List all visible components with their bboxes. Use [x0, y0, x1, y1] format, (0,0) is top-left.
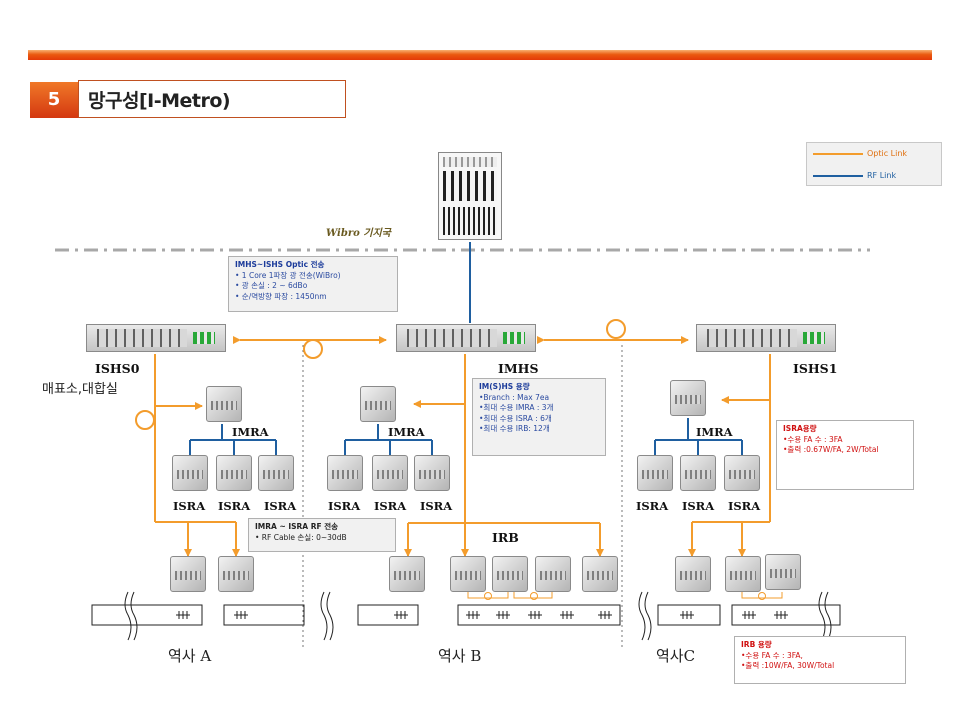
note-optic-line-3: • 순/역방향 파장 : 1450nm	[235, 291, 327, 301]
wibro-base-station	[438, 152, 502, 240]
station-a-label: 역사 A	[168, 647, 212, 665]
irb-unit	[725, 556, 761, 592]
rf-tree-b	[344, 424, 433, 456]
irb-unit	[492, 556, 528, 592]
ishs0-label: ISHS0	[95, 361, 140, 376]
note-irb-line-2: •출력 :10W/FA, 30W/Total	[741, 661, 835, 670]
note-imhs-line-4: •최대 수용 IRB: 12개	[479, 424, 550, 433]
note-imhs: IM(S)HS 용량 •Branch : Max 7ea •최대 수용 IMRA…	[472, 378, 606, 456]
isra-unit	[216, 455, 252, 491]
legend-optic-label: Optic Link	[867, 149, 908, 158]
note-rf: IMRA ~ ISRA RF 전송 • RF Cable 손실: 0~30dB	[248, 518, 396, 552]
isra-unit	[414, 455, 450, 491]
note-optic: IMHS~ISHS Optic 전송 • 1 Core 1파장 광 전송(WiB…	[228, 256, 398, 312]
isra-label: ISRA	[636, 499, 669, 513]
note-irb-line-1: •수용 FA 수 : 3FA,	[741, 650, 803, 660]
note-irb-title: IRB 용량	[741, 640, 772, 649]
station-c-label: 역사C	[656, 647, 696, 665]
note-imhs-line-3: •최대 수용 ISRA : 6개	[479, 413, 552, 423]
imra-unit	[670, 380, 706, 416]
irb-unit	[450, 556, 486, 592]
note-isra-title: ISRA용량	[783, 424, 817, 433]
isra-label: ISRA	[420, 499, 453, 513]
note-irb: IRB 용량 •수용 FA 수 : 3FA, •출력 :10W/FA, 30W/…	[734, 636, 906, 684]
station-tracks	[91, 604, 841, 626]
isra-label: ISRA	[374, 499, 407, 513]
legend-rf-label: RF Link	[867, 171, 897, 180]
irb-unit	[675, 556, 711, 592]
wibro-label: Wibro 기지국	[326, 228, 391, 239]
antenna-ticks	[176, 611, 788, 619]
imra-unit	[206, 386, 242, 422]
optic-circle-1	[303, 339, 323, 359]
rf-tree-c	[654, 418, 743, 456]
isra-unit	[724, 455, 760, 491]
isra-label: ISRA	[682, 499, 715, 513]
isra-unit	[258, 455, 294, 491]
isra-unit	[372, 455, 408, 491]
irb-bracket-b	[467, 592, 553, 600]
isra-unit	[327, 455, 363, 491]
isra-label: ISRA	[173, 499, 206, 513]
note-optic-line-1: • 1 Core 1파장 광 전송(WiBro)	[235, 270, 341, 280]
irb-unit	[535, 556, 571, 592]
note-imhs-line-1: •Branch : Max 7ea	[479, 392, 550, 402]
imhs-label: IMHS	[498, 361, 539, 376]
imra-label: IMRA	[232, 425, 269, 439]
legend-box: Optic Link RF Link	[806, 142, 942, 186]
isra-unit	[637, 455, 673, 491]
section-title-box	[78, 80, 346, 118]
ishs1-label: ISHS1	[793, 361, 838, 376]
imra-label: IMRA	[388, 425, 425, 439]
note-isra-line-1: •수용 FA 수 : 3FA	[783, 434, 843, 444]
ishs0-location: 매표소,대합실	[42, 382, 118, 397]
isra-unit	[172, 455, 208, 491]
irb-unit	[582, 556, 618, 592]
note-imhs-line-2: •최대 수용 IMRA : 3개	[479, 403, 554, 412]
note-isra: ISRA용량 •수용 FA 수 : 3FA •출력 :0.67W/FA, 2W/…	[776, 420, 914, 490]
irb-bracket-c	[741, 592, 783, 600]
irb-unit	[170, 556, 206, 592]
section-title: 망구성[I-Metro)	[88, 90, 231, 112]
isra-label: ISRA	[328, 499, 361, 513]
irb-unit	[389, 556, 425, 592]
legend-swatches	[813, 153, 863, 177]
optic-circle-3	[135, 410, 155, 430]
note-imhs-title: IM(S)HS 용량	[479, 382, 530, 391]
ishs1-rack	[696, 324, 836, 352]
station-b-label: 역사 B	[438, 647, 482, 665]
isra-label: ISRA	[264, 499, 297, 513]
imra-unit	[360, 386, 396, 422]
rf-tree-a	[189, 424, 277, 456]
irb-unit	[765, 554, 801, 590]
note-isra-line-2: •출력 :0.67W/FA, 2W/Total	[783, 445, 879, 454]
note-optic-line-2: • 광 손실 : 2 ~ 6dBo	[235, 281, 308, 290]
header-accent-bar	[28, 50, 932, 60]
imra-label: IMRA	[696, 425, 733, 439]
irb-unit	[218, 556, 254, 592]
ishs0-rack	[86, 324, 226, 352]
track-breaks	[124, 591, 832, 641]
irb-label: IRB	[492, 530, 519, 545]
isra-label: ISRA	[728, 499, 761, 513]
section-number: 5	[30, 82, 78, 118]
note-optic-title: IMHS~ISHS Optic 전송	[235, 260, 325, 269]
note-rf-line-1: • RF Cable 손실: 0~30dB	[255, 532, 347, 542]
isra-label: ISRA	[218, 499, 251, 513]
optic-circle-2	[606, 319, 626, 339]
imhs-rack	[396, 324, 536, 352]
isra-unit	[680, 455, 716, 491]
note-rf-title: IMRA ~ ISRA RF 전송	[255, 522, 339, 531]
